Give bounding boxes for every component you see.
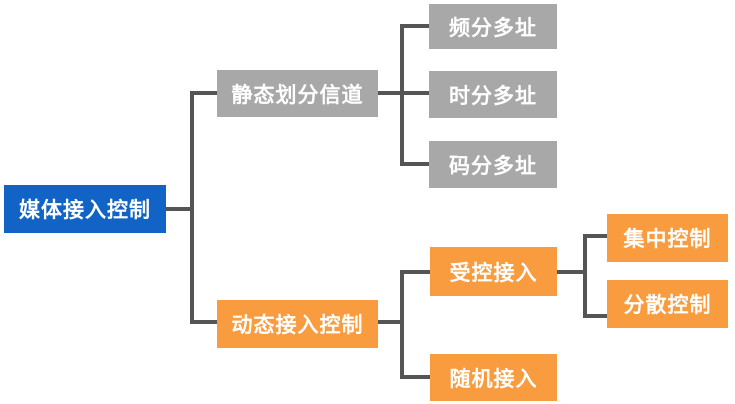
connector-static-to-children xyxy=(376,24,431,166)
node-dynamic-access-control: 动态接入控制 xyxy=(217,300,378,348)
node-static-channel-partitioning: 静态划分信道 xyxy=(217,70,378,117)
node-random-access: 随机接入 xyxy=(430,354,557,401)
node-tdma: 时分多址 xyxy=(429,71,557,118)
connector-dynamic-to-children xyxy=(376,270,432,379)
node-controlled-access: 受控接入 xyxy=(430,247,557,296)
connector-root-to-branches xyxy=(164,91,219,324)
node-media-access-control: 媒体接入控制 xyxy=(4,185,166,233)
node-fdma: 频分多址 xyxy=(429,4,557,49)
node-cdma: 码分多址 xyxy=(429,141,557,188)
connector-controlled-to-children xyxy=(555,234,609,318)
node-decentralized-control: 分散控制 xyxy=(607,280,728,328)
node-centralized-control: 集中控制 xyxy=(607,214,728,262)
